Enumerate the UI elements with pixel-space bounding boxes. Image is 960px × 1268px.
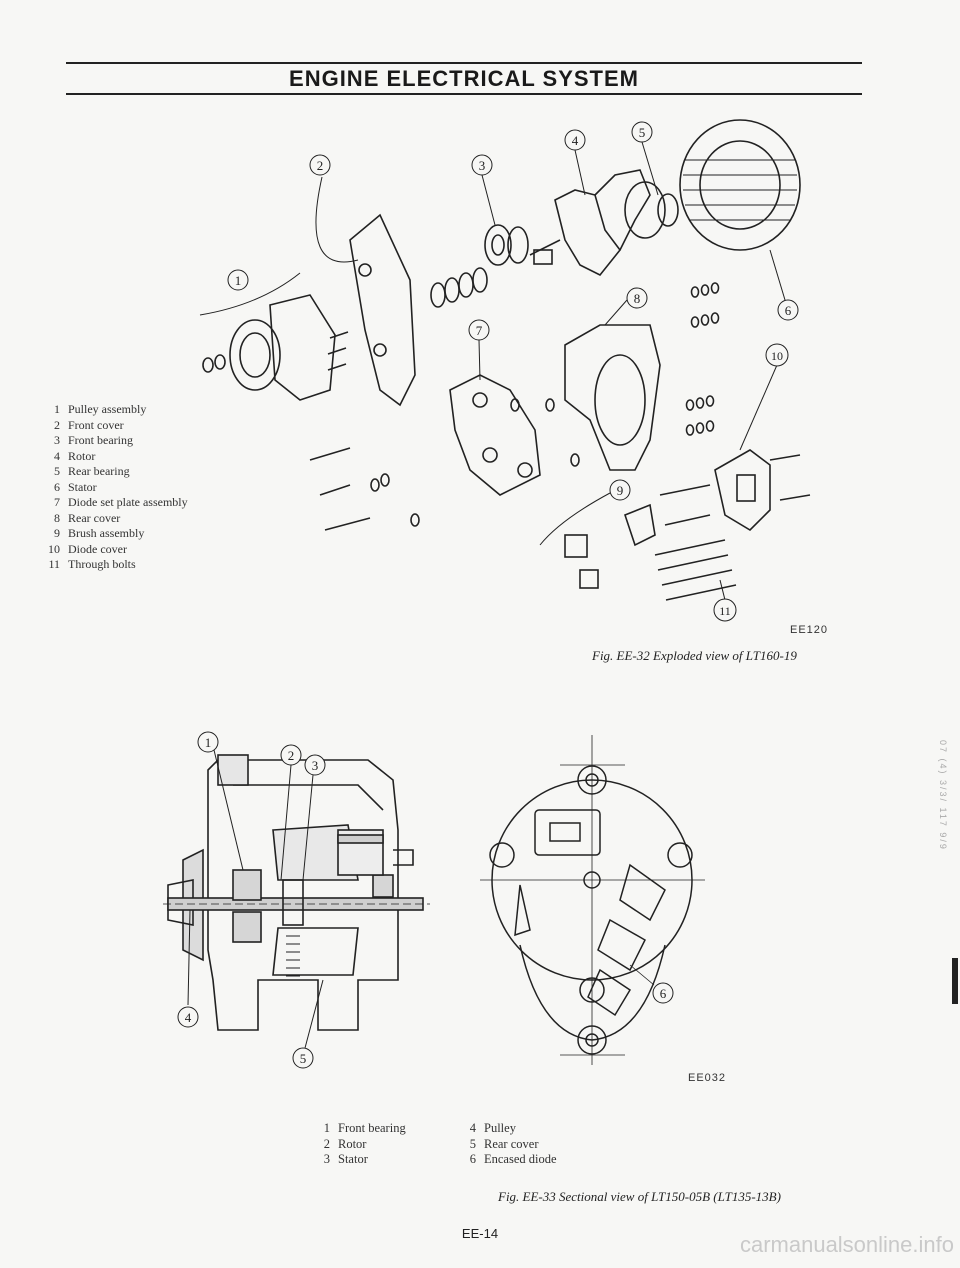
figure2-caption: Fig. EE-33 Sectional view of LT150-05B (… <box>498 1189 781 1204</box>
svg-text:4: 4 <box>185 1010 192 1025</box>
section-callout-4: 4 <box>177 1006 199 1028</box>
svg-text:8: 8 <box>634 291 641 306</box>
section-callout-2: 2 <box>280 744 302 766</box>
rear-callout-6: 6 <box>652 982 674 1004</box>
edge-text: 07 (4) 3/3/ 117 9/9 <box>938 740 948 851</box>
header-rule-top <box>66 62 862 64</box>
svg-text:2: 2 <box>288 748 295 763</box>
section-callout-3: 3 <box>304 754 326 776</box>
svg-text:3: 3 <box>312 758 319 773</box>
watermark: carmanualsonline.info <box>739 1232 954 1257</box>
figure2-code: EE032 <box>688 1072 727 1084</box>
svg-text:5: 5 <box>639 125 646 140</box>
svg-text:6: 6 <box>660 986 667 1001</box>
svg-text:10: 10 <box>771 349 783 363</box>
page-title: ENGINE ELECTRICAL SYSTEM <box>289 66 639 91</box>
callout-3: 3 <box>471 154 493 176</box>
callout-10: 10 <box>765 343 789 367</box>
svg-text:5: 5 <box>300 1051 307 1066</box>
callout-8: 8 <box>626 287 648 309</box>
callout-6: 6 <box>777 299 799 321</box>
svg-text:2: 2 <box>317 158 324 173</box>
edge-mark <box>952 958 958 1004</box>
svg-text:6: 6 <box>785 303 792 318</box>
header-rule-bottom <box>66 93 862 95</box>
callout-7: 7 <box>468 319 490 341</box>
figure1-code: EE120 <box>790 624 829 636</box>
section-callout-5: 5 <box>292 1047 314 1069</box>
callout-5: 5 <box>631 121 653 143</box>
callout-11: 11 <box>713 598 737 622</box>
svg-text:1: 1 <box>235 273 242 288</box>
page-number: EE-14 <box>461 1226 499 1241</box>
svg-text:9: 9 <box>617 483 624 498</box>
svg-text:11: 11 <box>719 604 731 618</box>
svg-text:7: 7 <box>476 323 483 338</box>
exploded-view-illustration: 1 2 3 4 5 6 7 8 9 10 11 <box>199 119 811 622</box>
rear-view-illustration: 6 <box>480 735 705 1065</box>
callout-1: 1 <box>227 269 249 291</box>
figure1-caption: Fig. EE-32 Exploded view of LT160-19 <box>592 648 797 663</box>
sectional-view-illustration: 1 2 3 4 5 <box>163 731 430 1069</box>
callout-2: 2 <box>309 154 331 176</box>
callout-9: 9 <box>609 479 631 501</box>
section-callout-1: 1 <box>197 731 219 753</box>
svg-text:3: 3 <box>479 158 486 173</box>
svg-text:1: 1 <box>205 735 212 750</box>
svg-text:4: 4 <box>572 133 579 148</box>
callout-4: 4 <box>564 129 586 151</box>
